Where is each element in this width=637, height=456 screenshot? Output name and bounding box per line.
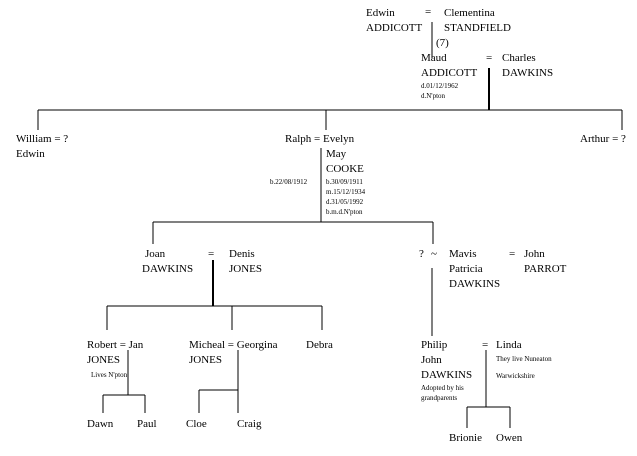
william-middle-name: Edwin	[16, 148, 45, 160]
evelyn-marriage-date: m.15/12/1934	[326, 188, 366, 196]
maud-death-date: d.01/12/1962	[421, 82, 459, 90]
evelyn-birth-date: b.30/09/1911	[326, 178, 363, 186]
mavis-middle-name: Patricia	[449, 263, 483, 275]
micheal-surname: JONES	[189, 354, 223, 366]
mavis-first-name: Mavis	[449, 248, 477, 260]
linda-first-name: Linda	[496, 339, 522, 351]
ralph-evelyn-couple-label: Ralph = Evelyn	[285, 133, 355, 145]
robert-jan-couple-label: Robert = Jan	[87, 339, 144, 351]
edwin-clementina-marriage-sign: =	[425, 6, 432, 18]
debra-name: Debra	[306, 339, 333, 351]
joan-surname: DAWKINS	[142, 263, 194, 275]
philip-first-name: Philip	[421, 339, 448, 351]
joan-denis-marriage-sign: =	[208, 248, 215, 260]
edwin-first-name: Edwin	[366, 7, 395, 19]
craig-name: Craig	[237, 418, 262, 430]
mavis-surname: DAWKINS	[449, 278, 501, 290]
dawn-name: Dawn	[87, 418, 114, 430]
william-couple-label: William = ?	[16, 133, 69, 145]
joan-first-name: Joan	[145, 248, 166, 260]
maud-surname: ADDICOTT	[421, 67, 478, 79]
paul-name: Paul	[137, 418, 157, 430]
clementina-first-name: Clementina	[444, 7, 495, 19]
micheal-georgina-couple-label: Micheal = Georgina	[189, 339, 278, 351]
clementina-surname: STANDFIELD	[444, 22, 511, 34]
evelyn-places: b.m.d.N'pton	[326, 208, 363, 216]
robert-surname: JONES	[87, 354, 121, 366]
mavis-john-marriage-sign: =	[509, 248, 516, 260]
children-count: (7)	[436, 37, 449, 49]
evelyn-surname: COOKE	[326, 163, 364, 175]
john-first-name: John	[524, 248, 545, 260]
edwin-surname: ADDICOTT	[366, 22, 423, 34]
denis-surname: JONES	[229, 263, 263, 275]
mavis-unknown-partner: ?	[419, 248, 424, 260]
evelyn-death-date: d.31/05/1992	[326, 198, 364, 206]
cloe-name: Cloe	[186, 418, 207, 430]
owen-name: Owen	[496, 432, 523, 444]
charles-first-name: Charles	[502, 52, 536, 64]
philip-linda-marriage-sign: =	[482, 339, 489, 351]
maud-first-name: Maud	[421, 52, 447, 64]
charles-surname: DAWKINS	[502, 67, 554, 79]
arthur-couple-label: Arthur = ?	[580, 133, 626, 145]
maud-death-place: d.N'pton	[421, 92, 446, 100]
linda-residence-note-2: Warwickshire	[496, 372, 535, 380]
robert-residence-note: Lives N'pton	[91, 371, 128, 379]
evelyn-middle-name: May	[326, 148, 347, 160]
ralph-birth-date: b.22/08/1912	[270, 178, 308, 186]
philip-middle-name: John	[421, 354, 442, 366]
philip-adoption-note-1: Adopted by his	[421, 384, 464, 392]
maud-charles-marriage-sign: =	[486, 52, 493, 64]
philip-surname: DAWKINS	[421, 369, 473, 381]
denis-first-name: Denis	[229, 248, 255, 260]
linda-residence-note-1: They live Nuneaton	[496, 355, 552, 363]
brionie-name: Brionie	[449, 432, 482, 444]
john-surname: PARROT	[524, 263, 567, 275]
mavis-union-tilde: ~	[431, 248, 437, 260]
philip-adoption-note-2: grandparents	[421, 394, 458, 402]
